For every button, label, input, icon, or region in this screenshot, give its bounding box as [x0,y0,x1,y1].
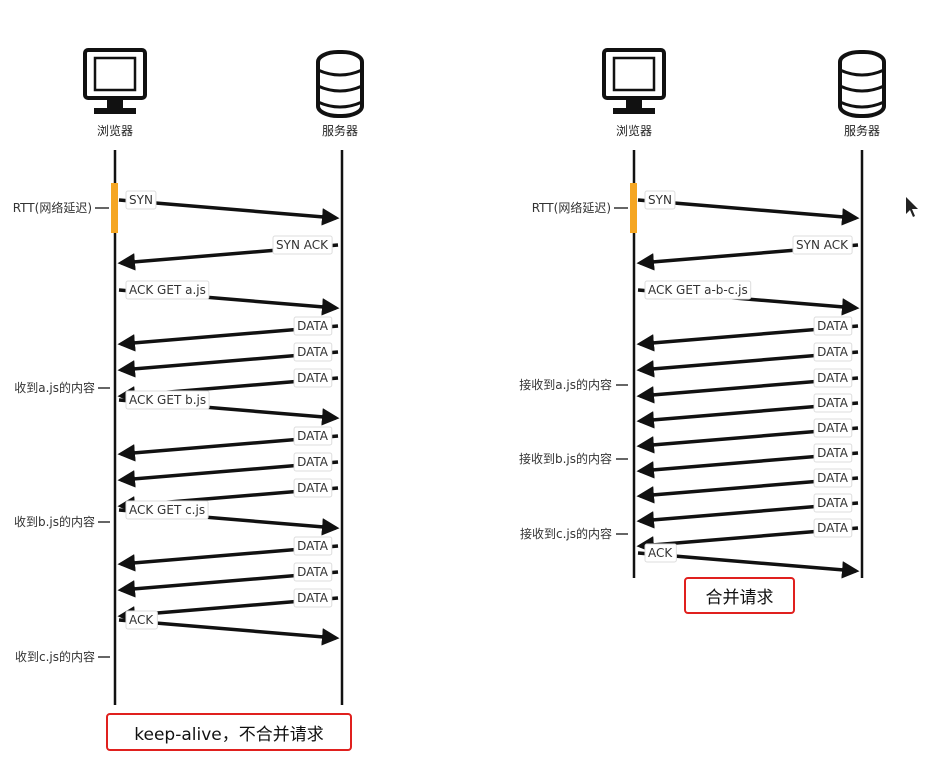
message-label-bg [125,500,209,520]
message-label: ACK [129,613,154,627]
server-label: 服务器 [322,123,358,138]
message-label-bg [293,562,333,582]
caption-merged: 合并请求 [684,577,795,614]
cursor-icon [906,197,918,217]
message-label-bg [644,543,677,563]
message-label: DATA [297,591,329,605]
message-label: ACK [648,546,673,560]
message-label: DATA [817,371,849,385]
receipt-note: 收到c.js的内容 [15,649,110,664]
message-label: DATA [817,396,849,410]
receipt-note: 接收到a.js的内容 [519,377,628,392]
message-label-bg [813,342,853,362]
browser-label: 浏览器 [616,123,652,138]
message-label-bg [293,588,333,608]
message-label-bg [293,478,333,498]
svg-text:接收到c.js的内容: 接收到c.js的内容 [520,526,612,541]
message-label-bg [293,316,333,336]
message-label: DATA [297,539,329,553]
message-label-bg [813,468,853,488]
svg-text:收到b.js的内容: 收到b.js的内容 [14,514,95,529]
browser-icon [83,48,147,114]
rtt-label: RTT(网络延迟) [532,200,611,215]
message-label: DATA [817,319,849,333]
receipt-note: 收到a.js的内容 [14,380,110,395]
message-label-bg [644,280,752,300]
rtt-bar [111,183,118,233]
message-label-bg [813,368,853,388]
server-icon [316,50,364,118]
receipt-note: 接收到b.js的内容 [519,451,628,466]
message-label-bg [125,280,210,300]
message-label: DATA [817,496,849,510]
message-label: SYN ACK [276,238,329,252]
message-label: DATA [817,345,849,359]
message-label: DATA [297,565,329,579]
message-label: DATA [297,455,329,469]
message-label: SYN ACK [796,238,849,252]
message-label-bg [813,418,853,438]
message-label: ACK GET b.js [129,393,206,407]
svg-text:收到c.js的内容: 收到c.js的内容 [15,649,95,664]
message-label-bg [293,426,333,446]
browser-label: 浏览器 [97,123,133,138]
caption-keep-alive: keep-alive，不合并请求 [106,713,352,751]
message-label-bg [813,443,853,463]
rtt-label: RTT(网络延迟) [13,200,92,215]
browser-icon [602,48,666,114]
message-label: SYN [129,193,153,207]
server-label: 服务器 [844,123,880,138]
message-label-bg [813,518,853,538]
message-label: DATA [817,421,849,435]
message-label-bg [813,393,853,413]
rtt-bar [630,183,637,233]
message-label: ACK GET c.js [129,503,205,517]
message-label-bg [293,536,333,556]
svg-text:接收到b.js的内容: 接收到b.js的内容 [519,451,612,466]
svg-text:收到a.js的内容: 收到a.js的内容 [14,380,95,395]
message-label: DATA [297,481,329,495]
message-label: ACK GET a-b-c.js [648,283,748,297]
svg-text:接收到a.js的内容: 接收到a.js的内容 [519,377,612,392]
message-label-bg [813,316,853,336]
message-label: DATA [297,345,329,359]
message-label-bg [125,190,157,210]
message-label-bg [293,368,333,388]
receipt-note: 收到b.js的内容 [14,514,110,529]
message-label-bg [293,342,333,362]
receipt-note: 接收到c.js的内容 [520,526,628,541]
message-label: SYN [648,193,672,207]
message-label-bg [792,235,853,255]
message-label: DATA [817,471,849,485]
message-label: DATA [817,521,849,535]
message-label-bg [125,390,210,410]
message-label-bg [272,235,333,255]
message-label-bg [293,452,333,472]
message-label: DATA [297,371,329,385]
message-label: ACK GET a.js [129,283,206,297]
message-label-bg [813,493,853,513]
message-label: DATA [297,319,329,333]
message-label-bg [644,190,676,210]
server-icon [838,50,886,118]
message-label-bg [125,610,158,630]
message-label: DATA [817,446,849,460]
message-label: DATA [297,429,329,443]
